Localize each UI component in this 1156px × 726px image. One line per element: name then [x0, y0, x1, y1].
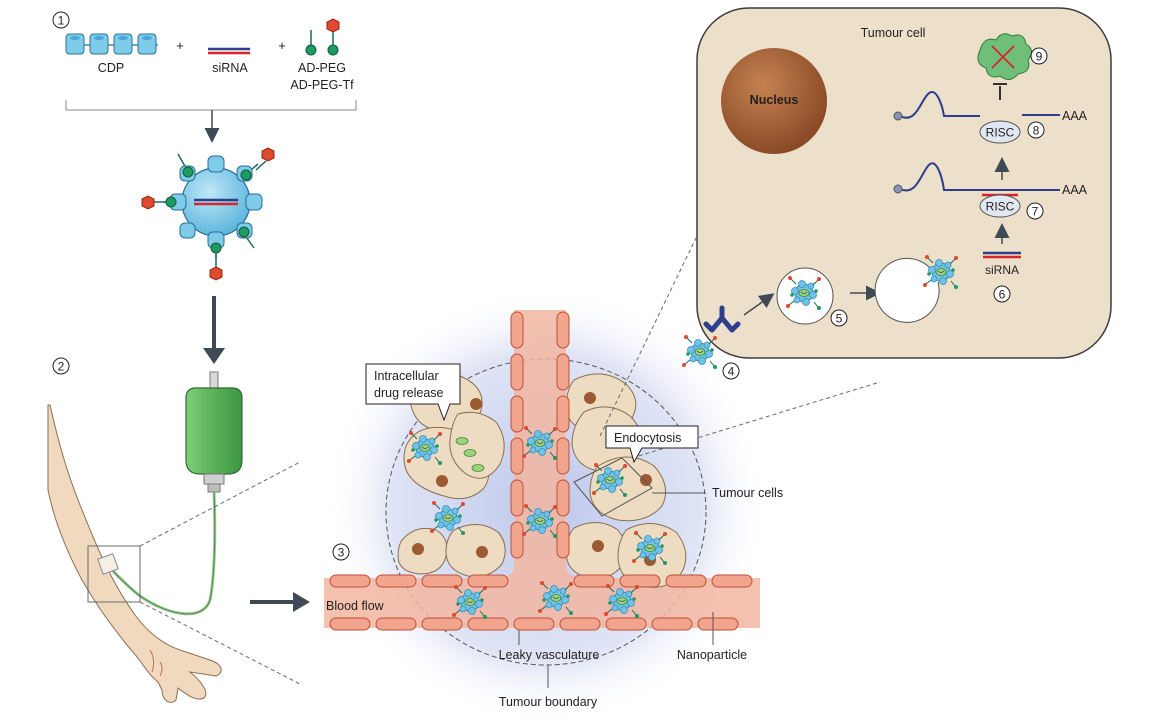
step-9-badge — [1030, 47, 1048, 65]
zoom-line-cell-upper — [599, 237, 697, 437]
cdp-label: CDP — [98, 61, 124, 75]
nucleus-label: Nucleus — [750, 93, 799, 107]
step-1-number: 1 — [58, 14, 65, 28]
step-1-components: 1 CDP + siRNA + — [52, 11, 357, 143]
uptake-arrow — [743, 293, 775, 316]
tumour-cell-nuclei — [412, 392, 656, 566]
released-drug-vesicles — [455, 437, 485, 472]
drug-release-label-line1: Intracellular — [374, 369, 439, 383]
ad-peg-tf-icon — [326, 18, 340, 56]
step-1-badge — [52, 11, 70, 29]
step-6-badge — [993, 285, 1011, 303]
down-arrow-head — [203, 348, 225, 364]
step-8-number: 8 — [1033, 124, 1040, 138]
receptor-icon — [703, 305, 741, 333]
drug-release-callout: Intracellular drug release — [365, 363, 461, 422]
grouping-bracket — [65, 100, 357, 111]
step-2-number: 2 — [58, 360, 65, 374]
ad-peg-tf-label: AD-PEG-Tf — [290, 78, 354, 92]
nucleus-shape — [721, 48, 827, 154]
risc-label-8: RISC — [986, 126, 1015, 140]
leaky-vasculature-label: Leaky vasculature — [499, 648, 600, 662]
tumour-boundary-label: Tumour boundary — [499, 695, 598, 709]
step-3-badge — [332, 543, 350, 561]
sirna-duplex-icon — [208, 47, 250, 55]
step-4-badge — [722, 362, 740, 380]
target-mrna-strand — [899, 162, 1060, 192]
cdp-chain-icon — [65, 33, 158, 55]
cleaved-mrna-5prime — [899, 91, 980, 119]
plus-1: + — [176, 38, 184, 53]
tumour-cell-title: Tumour cell — [861, 26, 926, 40]
step-6-number: 6 — [999, 288, 1006, 302]
free-sirna-icon — [983, 251, 1021, 259]
sirna-label: siRNA — [212, 61, 248, 75]
tumour-cells-label: Tumour cells — [712, 486, 783, 500]
step-3-number: 3 — [338, 546, 345, 560]
nanoparticle-label: Nanoparticle — [677, 648, 747, 662]
step-5-number: 5 — [836, 312, 843, 326]
risc-label-7: RISC — [986, 200, 1015, 214]
ad-peg-label: AD-PEG — [298, 61, 346, 75]
drug-release-label-line2: drug release — [374, 386, 444, 400]
risc-complex-7 — [979, 194, 1021, 218]
plus-2: + — [278, 38, 286, 53]
right-arrow-head — [293, 592, 310, 612]
injection-site-box — [87, 545, 141, 603]
escaped-endosome-icon — [874, 257, 940, 323]
blood-flow-label: Blood flow — [326, 599, 385, 613]
protein-blocked-icon — [977, 33, 1032, 80]
assembled-nanoparticle-icon — [141, 147, 275, 281]
endocytosis-label: Endocytosis — [614, 431, 681, 445]
endocytosis-region — [573, 457, 653, 517]
step-5-badge — [830, 309, 848, 327]
ad-peg-icon — [305, 30, 317, 56]
vessel-lumen — [324, 310, 760, 628]
iv-bag-icon — [106, 371, 243, 616]
zoom-line-upper — [139, 461, 301, 547]
polya-label-7: AAA — [1062, 183, 1088, 197]
step-9-number: 9 — [1036, 50, 1043, 64]
free-sirna-label: siRNA — [985, 263, 1019, 277]
risc-complex-8 — [979, 120, 1021, 144]
zoom-line-lower — [139, 601, 301, 685]
step-8-badge — [1027, 121, 1045, 139]
step-2-badge — [52, 357, 70, 375]
step-7-badge — [1026, 202, 1044, 220]
step-7-number: 7 — [1032, 205, 1039, 219]
step-4-number: 4 — [728, 365, 735, 379]
polya-label-8: AAA — [1062, 109, 1088, 123]
cannula-icon — [97, 553, 119, 575]
endocytosis-callout: Endocytosis — [605, 425, 699, 464]
